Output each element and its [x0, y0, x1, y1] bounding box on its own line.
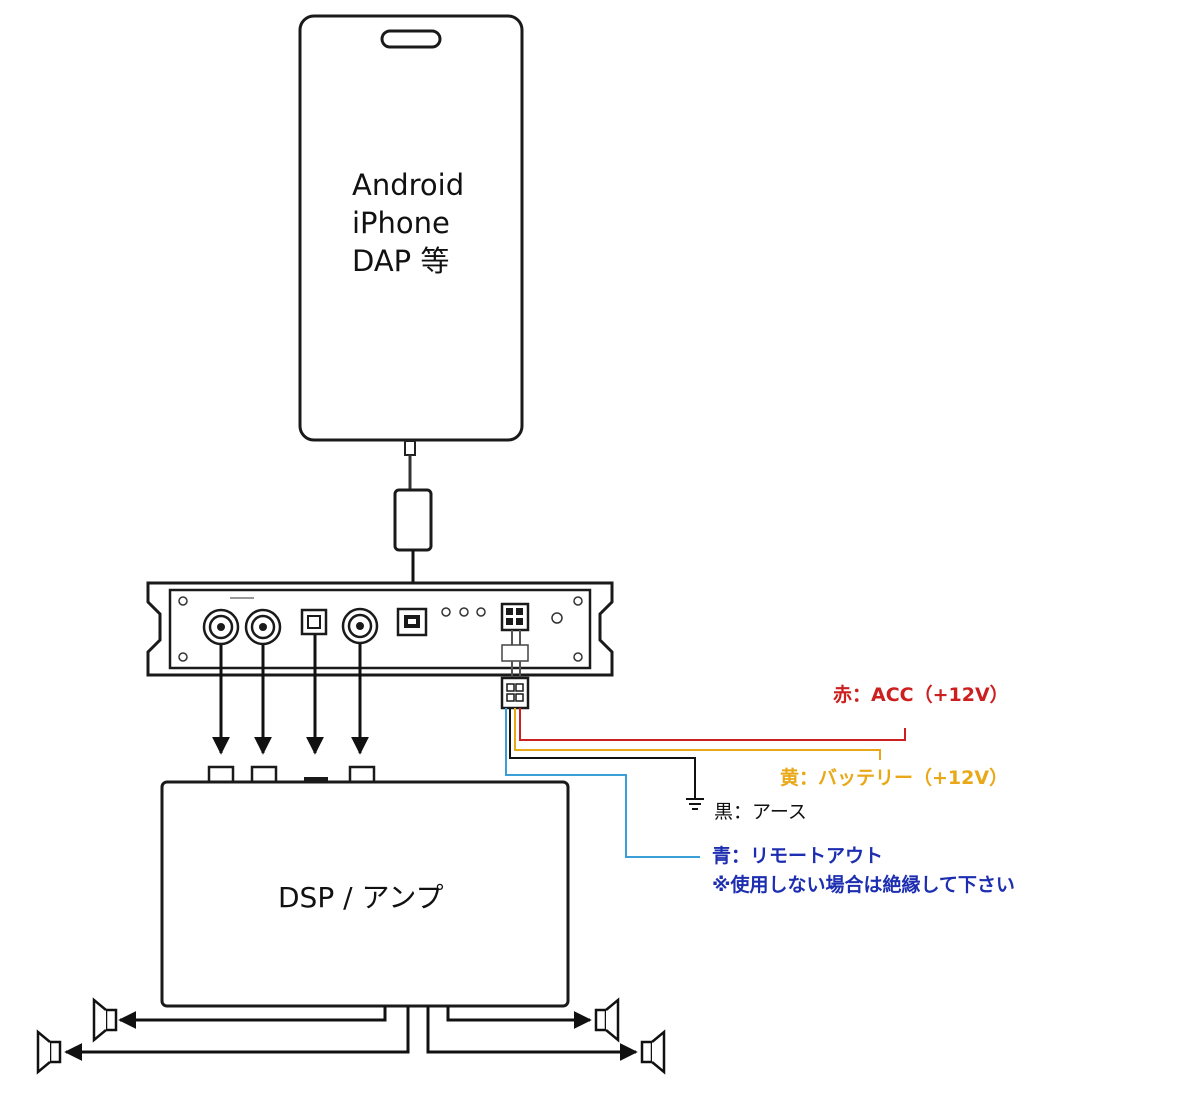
speaker-icon [594, 997, 620, 1043]
phone-device [298, 14, 524, 442]
yellow-wire [514, 708, 881, 760]
interface-unit [146, 581, 614, 677]
dsp-label: DSP / アンプ [278, 881, 444, 914]
speaker-icon [36, 1029, 62, 1075]
optical-port-icon [300, 608, 328, 636]
usb-plug [393, 488, 433, 552]
insulation-note: ※使用しない場合は絶縁して下さい [712, 874, 1015, 896]
black-wire-label: 黒：アース [714, 801, 807, 823]
ground-icon [686, 798, 704, 810]
usb-cable [393, 440, 433, 600]
power-connector-icon [500, 602, 530, 632]
rca-jack-icon [244, 608, 282, 646]
speaker-icon [640, 1029, 666, 1075]
rca-jack-icon [202, 608, 240, 646]
phone-label-line3: DAP 等 [352, 244, 450, 278]
dsp-amp-unit [160, 765, 570, 1008]
phone-label-line2: iPhone [352, 206, 450, 240]
output-arrows [212, 635, 369, 755]
speaker-icon [92, 997, 118, 1043]
red-wire-label: 赤：ACC（+12V） [833, 684, 1009, 706]
power-harness [500, 630, 530, 710]
blue-wire-label: 青：リモートアウト [712, 845, 884, 867]
phone-label-line1: Android [352, 168, 465, 202]
phone-label: Android iPhone DAP 等 [352, 166, 464, 280]
speaker-wiring [64, 1006, 638, 1061]
yellow-wire-label: 黄：バッテリー（+12V） [780, 767, 1009, 789]
rca-jack-icon [341, 607, 379, 645]
led-indicator-icon [441, 607, 486, 617]
phone-speaker-slot [380, 29, 442, 49]
red-wire [519, 708, 906, 741]
black-wire [509, 708, 696, 798]
blue-wire [505, 708, 700, 858]
usb-port-icon [396, 607, 428, 637]
